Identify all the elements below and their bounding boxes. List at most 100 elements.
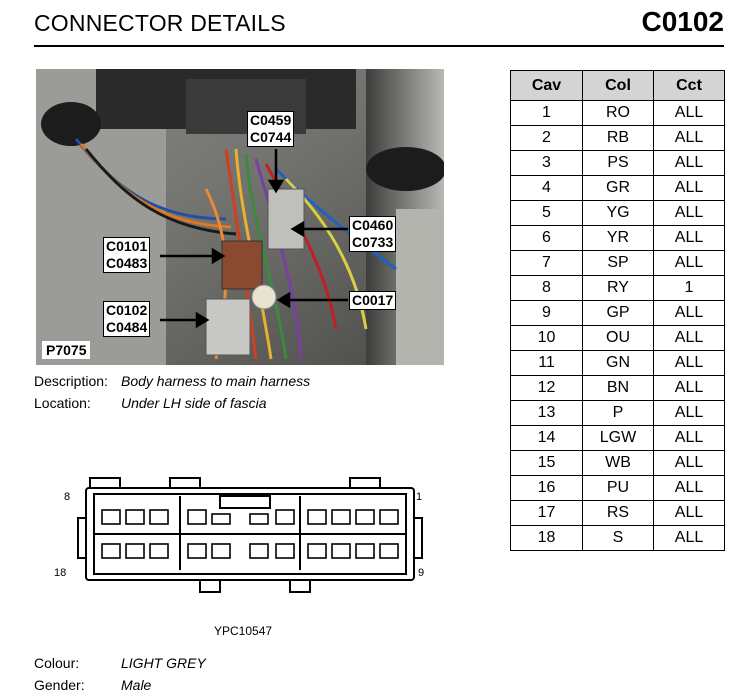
cell-cct: ALL	[653, 400, 725, 426]
pin-label-18: 18	[54, 567, 66, 579]
cell-col: WB	[582, 450, 654, 476]
cell-cct: ALL	[653, 200, 725, 226]
cell-cct: ALL	[653, 475, 725, 501]
cell-cav: 6	[510, 225, 583, 251]
cell-cav: 10	[510, 325, 583, 351]
cell-col: RY	[582, 275, 654, 301]
callout-c0102-c0484: C0102 C0484	[103, 301, 151, 337]
description-line: Description: Body harness to main harness	[34, 373, 310, 389]
cell-cav: 11	[510, 350, 583, 376]
callout-arrows	[160, 149, 348, 329]
description-value: Body harness to main harness	[121, 373, 311, 389]
description-label: Description:	[34, 373, 108, 389]
cell-cct: ALL	[653, 350, 725, 376]
callout-c0460-c0733: C0460 C0733	[349, 216, 397, 252]
callout-c0101-c0483: C0101 C0483	[103, 237, 151, 273]
cell-cav: 14	[510, 425, 583, 451]
cell-col: RS	[582, 500, 654, 526]
cell-cct: ALL	[653, 100, 725, 126]
cell-cct: ALL	[653, 525, 725, 551]
cell-cav: 5	[510, 200, 583, 226]
cell-cav: 3	[510, 150, 583, 176]
colour-value: LIGHT GREY	[121, 655, 206, 671]
cell-col: YR	[582, 225, 654, 251]
cell-cct: ALL	[653, 425, 725, 451]
cell-cav: 2	[510, 125, 583, 151]
connector-location-photo: C0459 C0744 C0460 C0733 C0101 C0483 C001…	[36, 69, 444, 365]
page-title: CONNECTOR DETAILS	[34, 10, 286, 36]
connector-code: C0102	[641, 6, 724, 37]
photo-ref: P7075	[42, 341, 91, 359]
cell-col: GP	[582, 300, 654, 326]
cell-cav: 17	[510, 500, 583, 526]
location-label: Location:	[34, 395, 91, 411]
cell-cct: ALL	[653, 250, 725, 276]
colour-label: Colour:	[34, 655, 80, 671]
cell-col: GR	[582, 175, 654, 201]
pin-label-8: 8	[64, 491, 70, 503]
cell-col: BN	[582, 375, 654, 401]
cell-col: RB	[582, 125, 654, 151]
cell-cav: 1	[510, 100, 583, 126]
pin-label-1: 1	[416, 491, 422, 503]
cell-cav: 9	[510, 300, 583, 326]
cell-cct: ALL	[653, 300, 725, 326]
cell-cct: ALL	[653, 325, 725, 351]
header-divider	[34, 45, 724, 47]
cell-col: LGW	[582, 425, 654, 451]
cell-cav: 4	[510, 175, 583, 201]
header-col: Col	[582, 70, 654, 101]
gender-value: Male	[121, 677, 152, 693]
cell-cav: 7	[510, 250, 583, 276]
cell-col: OU	[582, 325, 654, 351]
figure-ref: YPC10547	[214, 624, 273, 638]
cell-col: P	[582, 400, 654, 426]
callout-c0017: C0017	[349, 291, 397, 310]
colour-line: Colour: LIGHT GREY	[34, 655, 206, 671]
cell-cav: 8	[510, 275, 583, 301]
cell-cav: 18	[510, 525, 583, 551]
cell-col: SP	[582, 250, 654, 276]
cell-cct: ALL	[653, 150, 725, 176]
gender-line: Gender: Male	[34, 677, 151, 693]
pin-label-9: 9	[418, 567, 424, 579]
cell-cav: 13	[510, 400, 583, 426]
pin-table-header: Cav Col Cct	[510, 70, 725, 101]
cell-cct: ALL	[653, 225, 725, 251]
cell-col: YG	[582, 200, 654, 226]
cell-cav: 15	[510, 450, 583, 476]
cell-cct: ALL	[653, 125, 725, 151]
location-line: Location:Under LH side of fascia	[34, 395, 267, 411]
cell-cav: 12	[510, 375, 583, 401]
cell-cct: ALL	[653, 450, 725, 476]
connector-face-diagram: 8 1 18 9	[54, 477, 424, 593]
header-cav: Cav	[510, 70, 583, 101]
photo-illustration	[36, 69, 444, 365]
cell-cav: 16	[510, 475, 583, 501]
cell-col: PU	[582, 475, 654, 501]
gender-label: Gender:	[34, 677, 85, 693]
cell-col: GN	[582, 350, 654, 376]
header-cct: Cct	[653, 70, 725, 101]
cell-col: S	[582, 525, 654, 551]
cell-col: RO	[582, 100, 654, 126]
cell-cct: ALL	[653, 375, 725, 401]
